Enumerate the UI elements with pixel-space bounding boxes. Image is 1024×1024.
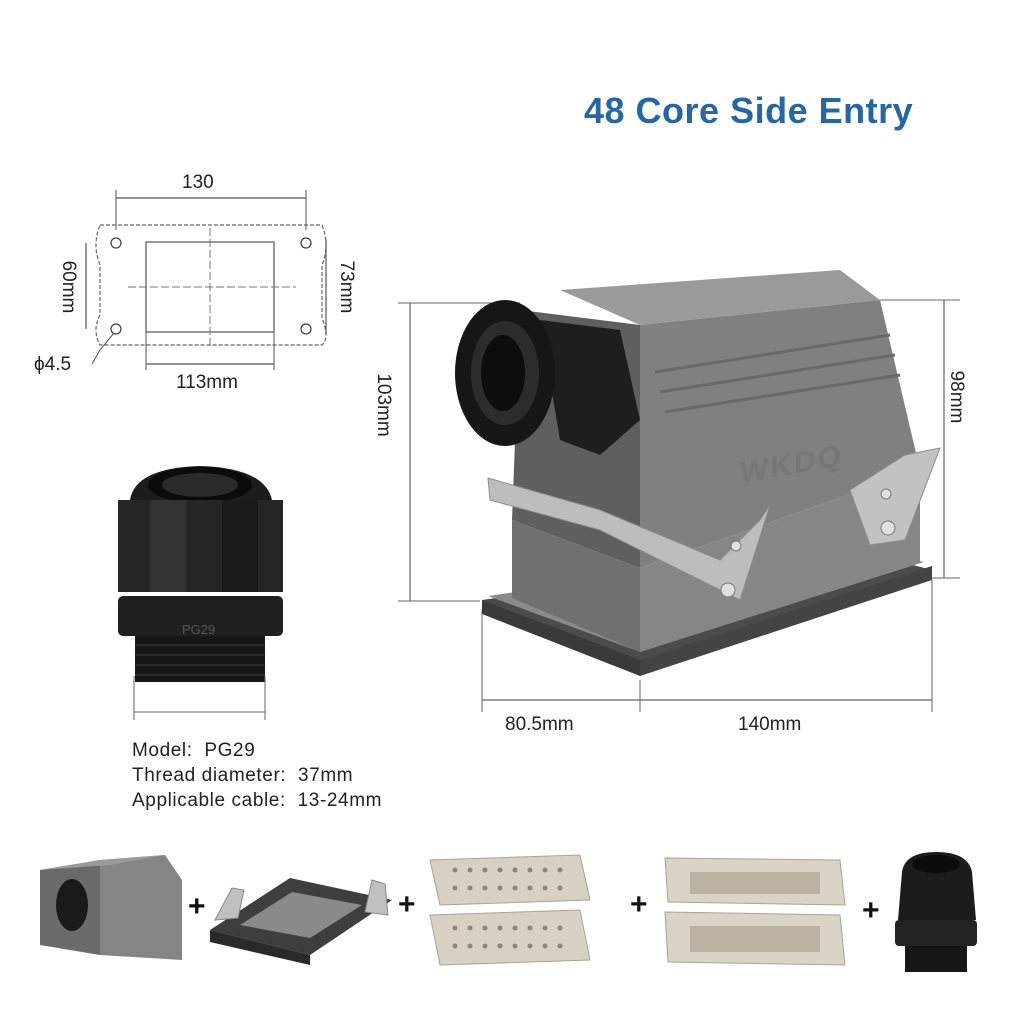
plus-sign: + [862, 894, 880, 927]
plus-sign: + [188, 890, 206, 923]
spec-thread-value: 37mm [298, 765, 354, 786]
mount-hole-icon [110, 237, 312, 335]
spec-cable-value: 13-24mm [297, 790, 383, 811]
plus-sign: + [398, 888, 416, 921]
dim-housing-width: 140mm [738, 714, 802, 735]
spec-model-label: Model: [132, 740, 193, 761]
spec-thread-label: Thread diameter: [132, 765, 287, 786]
spec-cable: Applicable cable: 13-24mm [132, 790, 382, 812]
page-title: 48 Core Side Entry [584, 90, 914, 131]
side-gland-icon [455, 300, 640, 455]
gland-marking: PG29 [182, 622, 216, 637]
dim-hole: ϕ4.5 [34, 354, 72, 375]
spec-model-value: PG29 [204, 740, 256, 761]
dim-width-top: 130 [182, 172, 214, 193]
part-gland-icon [895, 852, 977, 972]
spec-model: Model: PG29 [132, 740, 255, 762]
part-female-insert-icon [429, 854, 591, 966]
part-base-icon [210, 878, 392, 965]
plus-sign: + [630, 888, 648, 921]
spec-cable-label: Applicable cable: [132, 790, 286, 811]
dim-housing-depth: 80.5mm [505, 714, 574, 735]
part-male-insert-icon [664, 857, 846, 966]
part-hood-icon [40, 855, 182, 960]
spec-thread: Thread diameter: 37mm [132, 765, 353, 787]
dim-width-bottom: 113mm [176, 372, 238, 393]
